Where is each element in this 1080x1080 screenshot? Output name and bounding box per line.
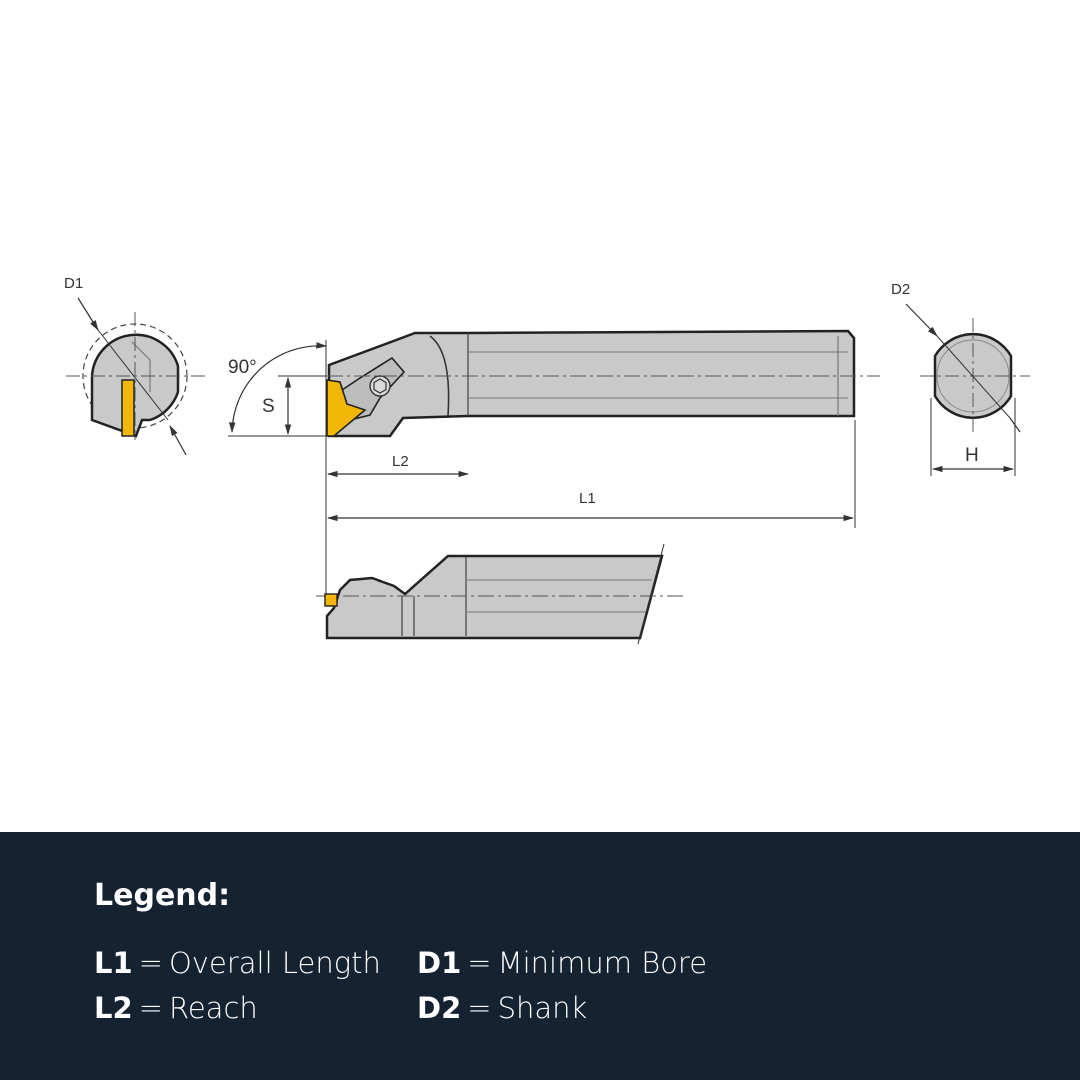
legend-equals: =	[467, 946, 492, 980]
d1-label: D1	[64, 275, 83, 292]
end-view-body	[90, 333, 180, 438]
legend-item-d2: D2=Shank	[417, 991, 587, 1025]
l1-label: L1	[579, 490, 596, 507]
legend-key: L2	[94, 991, 133, 1025]
legend-text: Shank	[497, 991, 588, 1025]
tool-body	[327, 329, 856, 438]
front-end-view: D1	[64, 275, 205, 456]
d2-label: D2	[891, 281, 910, 298]
angle-90-arc	[228, 342, 328, 434]
legend-item-d1: D1=Minimum Bore	[417, 946, 707, 980]
d1-arrow-top	[77, 297, 99, 331]
clamp-screw	[369, 375, 391, 397]
shank-end-view: D2 H	[891, 281, 1030, 476]
h-label: H	[965, 445, 979, 466]
legend-item-l2: L2=Reach	[94, 991, 258, 1025]
legend-equals: =	[138, 946, 163, 980]
break-line	[637, 543, 665, 645]
insert-yellow	[326, 379, 367, 437]
end-view-insert	[121, 379, 135, 437]
d1-diameter-line	[97, 329, 169, 421]
legend-equals: =	[138, 991, 163, 1025]
legend-panel	[0, 832, 1080, 1080]
angle-90-label: 90°	[228, 357, 257, 378]
legend-key: D2	[417, 991, 462, 1025]
d1-arrow-bottom	[169, 425, 187, 456]
legend-item-l1: L1=Overall Length	[94, 946, 381, 980]
top-view	[316, 543, 684, 645]
legend-key: D1	[417, 946, 462, 980]
top-view-body	[325, 554, 664, 640]
legend-text: Overall Length	[168, 946, 381, 980]
legend-text: Minimum Bore	[497, 946, 708, 980]
legend-key: L1	[94, 946, 133, 980]
side-view: 90° S L2 L1	[228, 329, 880, 598]
legend-title: Legend:	[94, 878, 231, 913]
hex-socket-icon	[373, 378, 387, 394]
head-transition	[429, 335, 450, 417]
technical-drawing: D1 90° S	[64, 275, 1030, 645]
legend-equals: =	[467, 991, 492, 1025]
top-view-insert	[324, 593, 338, 607]
tool-drawing-svg: D1 90° S	[64, 275, 1030, 645]
d2-diameter-line	[936, 335, 1011, 419]
legend-text: Reach	[168, 991, 258, 1025]
l2-label: L2	[392, 453, 409, 470]
s-label: S	[262, 396, 275, 417]
d2-arrow-top	[905, 303, 938, 337]
end-view-edge	[131, 341, 151, 392]
